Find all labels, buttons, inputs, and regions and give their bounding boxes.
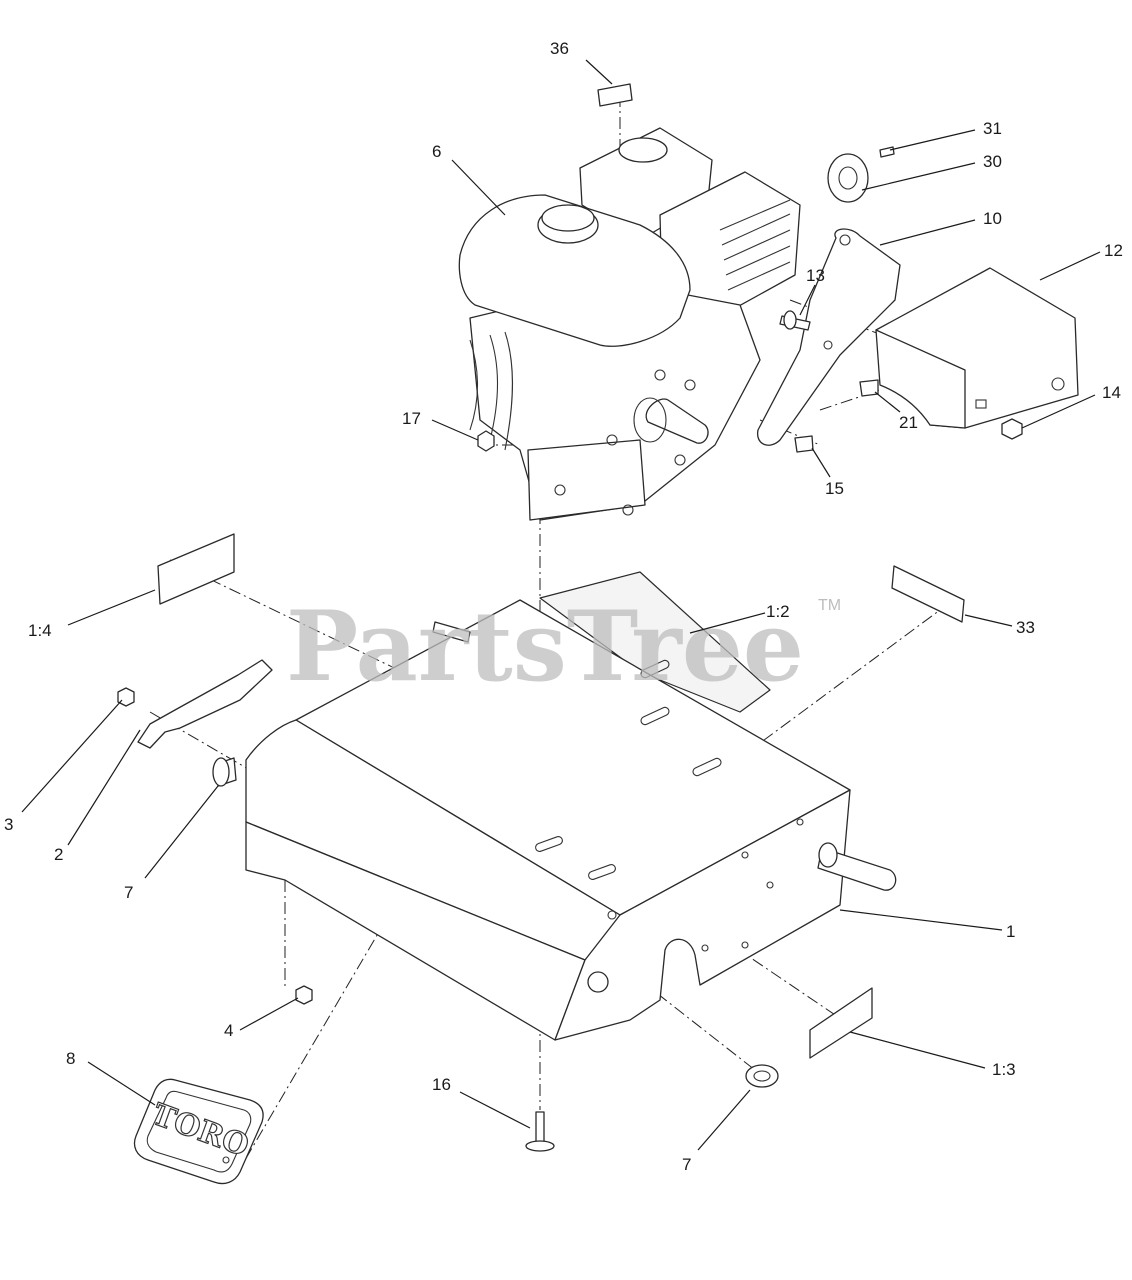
decal-33 (891, 565, 965, 623)
bushing-part-7-left (212, 757, 237, 787)
callout-7-left: 7 (124, 883, 133, 902)
decal-1-4 (157, 533, 235, 605)
callout-15: 15 (825, 479, 844, 498)
callout-labels: 36 6 31 30 10 12 13 17 21 14 15 1:4 1:2 … (4, 39, 1123, 1174)
callout-12: 12 (1104, 241, 1123, 260)
bolt-part-15 (794, 435, 814, 453)
callout-6: 6 (432, 142, 441, 161)
watermark-text: PartsTree (286, 590, 804, 703)
callout-13: 13 (806, 266, 825, 285)
decal-36 (597, 83, 633, 107)
callout-31: 31 (983, 119, 1002, 138)
flange-part-30 (827, 153, 869, 203)
watermark: PartsTree TM (286, 590, 841, 703)
callout-30: 30 (983, 152, 1002, 171)
nut-part-4 (295, 985, 313, 1005)
muffler-guard-part-12 (875, 267, 1079, 429)
decal-1-3 (809, 987, 873, 1059)
callout-1-3: 1:3 (992, 1060, 1016, 1079)
nut-part-14 (1001, 418, 1023, 440)
callout-17: 17 (402, 409, 421, 428)
callout-2: 2 (54, 845, 63, 864)
callout-1: 1 (1006, 922, 1015, 941)
logo-plate-part-8: TORO (133, 1078, 264, 1185)
callout-8: 8 (66, 1049, 75, 1068)
engine-part-6 (458, 127, 801, 521)
bracket-part-10 (757, 228, 901, 446)
callout-16: 16 (432, 1075, 451, 1094)
nut-part-17 (477, 430, 495, 452)
callout-10: 10 (983, 209, 1002, 228)
frame-part-1 (245, 599, 897, 1041)
callout-14: 14 (1102, 383, 1121, 402)
leader-lines (21, 59, 1101, 1151)
bracket-part-2 (137, 659, 273, 749)
callout-1-4: 1:4 (28, 621, 52, 640)
callout-33: 33 (1016, 618, 1035, 637)
screw-part-31 (879, 146, 895, 158)
bolt-part-21 (859, 379, 879, 397)
bushing-part-7-right (745, 1064, 779, 1088)
bolt-part-16 (525, 1111, 555, 1152)
callout-3: 3 (4, 815, 13, 834)
callout-1-2: 1:2 (766, 602, 790, 621)
bolt-part-13 (779, 310, 811, 331)
watermark-trademark: TM (818, 597, 841, 614)
bolt-part-3 (117, 687, 135, 707)
callout-21: 21 (899, 413, 918, 432)
callout-4: 4 (224, 1021, 233, 1040)
callout-36: 36 (550, 39, 569, 58)
callout-7-right: 7 (682, 1155, 691, 1174)
